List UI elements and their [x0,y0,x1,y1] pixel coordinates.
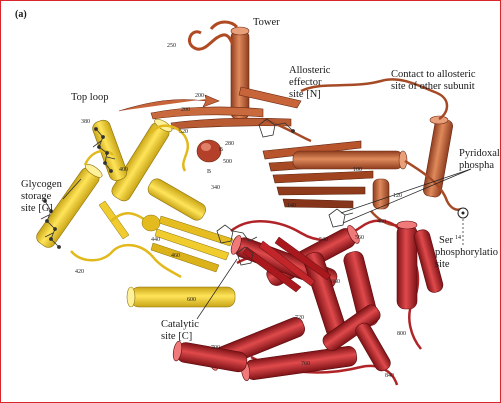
residue-500: 500 [223,159,232,165]
tower-helix [231,27,249,119]
svg-text:storage: storage [21,191,52,202]
residue-280: 280 [225,141,234,147]
residue-720: 720 [295,315,304,321]
residue-600: 600 [187,297,196,303]
residue-120: 120 [393,193,402,199]
residue-660: 660 [331,279,340,285]
svg-text:site [G]: site [G] [21,203,53,214]
residue-340: 340 [211,185,220,191]
svg-text:Glycogen: Glycogen [21,179,63,190]
residue-100: 100 [353,167,362,173]
residue-700: 700 [211,345,220,351]
residue-B1: B [219,147,223,153]
panel-label: (a) [15,9,27,20]
svg-text:Allosteric: Allosteric [289,65,331,76]
tower-label: Tower [253,17,280,28]
svg-text:effector: effector [289,77,322,88]
orange-helix-horizontal [293,151,407,169]
residue-140: 140 [287,203,296,209]
residue-B2: B [207,169,211,175]
svg-text:phospha: phospha [459,160,494,171]
residue-760: 760 [301,361,310,367]
residue-480: 480 [377,219,386,225]
residue-540: 540 [319,237,328,243]
top-loop-label: Top loop [71,92,108,103]
residue-460: 460 [171,253,180,259]
residue-440: 440 [151,237,160,243]
catalytic-site-label: Catalytic site [C] [161,319,199,342]
yellow-ball [142,215,160,231]
contact-label: Contact to allosteric site of other subu… [391,69,476,92]
svg-text:site: site [435,259,450,270]
tower-loop [189,32,233,49]
pyridoxal-ligand [329,209,353,227]
pyridoxal-label: Pyridoxal phospha [459,148,500,171]
svg-text:site of other subunit: site of other subunit [391,81,475,92]
residue-200b: 200 [181,107,190,113]
residue-380: 380 [81,119,90,125]
svg-text:Pyridoxal: Pyridoxal [459,148,500,159]
svg-text:phosphorylatio: phosphorylatio [435,247,498,258]
yellow-helix-horizontal [127,287,235,307]
residue-420: 420 [75,269,84,275]
residue-800: 800 [397,331,406,337]
svg-text:Catalytic: Catalytic [161,319,199,330]
small-helix-ball [197,140,221,162]
svg-text:Contact to allosteric: Contact to allosteric [391,69,476,80]
yellow-beta-strands [99,201,233,272]
residue-560: 560 [355,235,364,241]
svg-text:site [C]: site [C] [161,331,192,342]
residue-840: 840 [385,373,394,379]
residue-250: 250 [167,43,176,49]
residue-400: 400 [119,167,128,173]
residue-520: 520 [179,129,188,135]
allosteric-site-label: Allosteric effector site [N] [289,65,331,100]
red-helix-5 [397,221,417,309]
svg-text:site [N]: site [N] [289,89,321,100]
residue-200a: 200 [195,93,204,99]
